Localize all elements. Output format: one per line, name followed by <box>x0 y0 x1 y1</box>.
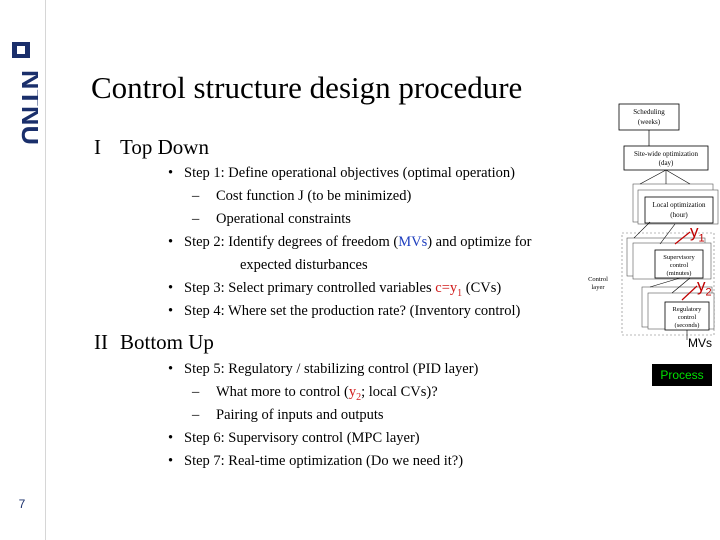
control-layer-label2: layer <box>592 284 606 291</box>
bullet-icon: • <box>168 280 174 296</box>
page-number: 7 <box>18 497 26 511</box>
sub-item: –Cost function J (to be minimized) <box>192 188 412 205</box>
sub-text: Operational constraints <box>216 211 351 227</box>
box-sitewide-label: Site-wide optimization <box>634 150 698 158</box>
dash-icon: – <box>192 188 200 204</box>
sub-text: Cost function J (to be minimized) <box>216 188 412 204</box>
dash-icon: – <box>192 211 200 227</box>
step-text: ) and optimize for <box>427 234 532 250</box>
bullet-step1: • Step 1: Define operational objectives (… <box>168 165 515 182</box>
box-sitewide-time: (day) <box>659 159 674 167</box>
bullet-step6: • Step 6: Supervisory control (MPC layer) <box>168 430 420 447</box>
bullet-icon: • <box>168 453 174 469</box>
bullet-step4: • Step 4: Where set the production rate? … <box>168 303 521 320</box>
bullet-icon: • <box>168 165 174 181</box>
y1-arrow <box>674 231 691 245</box>
logo-text: NTNU <box>16 70 38 145</box>
section-number: II <box>94 330 108 354</box>
box-regulatory-label2: control <box>678 314 697 321</box>
sub-item: –Operational constraints <box>192 211 351 228</box>
step-text: Step 2: Identify degrees of freedom ( <box>184 234 399 250</box>
step-text: Step 1: Define operational objectives (o… <box>184 165 515 181</box>
bullet-step2-continuation: expected disturbances <box>240 257 368 274</box>
step-text: Step 3: Select primary controlled variab… <box>184 280 436 296</box>
bullet-step5: • Step 5: Regulatory / stabilizing contro… <box>168 361 479 378</box>
section-label: Top Down <box>120 135 209 159</box>
box-supervisory-label2: control <box>670 262 689 269</box>
bullet-icon: • <box>168 361 174 377</box>
sub-text: ; local CVs)? <box>361 384 438 400</box>
sidebar: NTNU 7 <box>0 0 46 540</box>
dash-icon: – <box>192 384 200 400</box>
box-regulatory-label: Regulatory <box>673 306 703 313</box>
box-scheduling-time: (weeks) <box>638 118 661 126</box>
dash-icon: – <box>192 407 200 423</box>
bullet-icon: • <box>168 234 174 250</box>
cv-highlight: c=y1 <box>435 280 463 299</box>
bullet-icon: • <box>168 430 174 446</box>
sub-item: –Pairing of inputs and outputs <box>192 407 384 424</box>
slide-title: Control structure design procedure <box>91 70 523 105</box>
box-supervisory-label: Supervisory <box>663 254 695 261</box>
sub-item: –What more to control (y2; local CVs)? <box>192 384 438 403</box>
section-bottom-up: II Bottom Up <box>94 330 214 355</box>
section-top-down: I Top Down <box>94 135 209 160</box>
box-regulatory-time: (seconds) <box>675 322 700 329</box>
step-text: Step 6: Supervisory control (MPC layer) <box>184 430 420 446</box>
mvs-highlight: MVs <box>398 234 428 250</box>
box-supervisory-time: (minutes) <box>667 270 692 277</box>
box-local-time: (hour) <box>670 211 688 219</box>
y2-highlight: y2 <box>348 384 362 403</box>
section-label: Bottom Up <box>120 330 214 354</box>
section-number: I <box>94 135 101 159</box>
box-scheduling <box>618 103 680 131</box>
step-text: Step 7: Real-time optimization (Do we ne… <box>184 453 464 469</box>
bullet-icon: • <box>168 303 174 319</box>
box-local <box>644 196 714 224</box>
step-text: expected disturbances <box>240 257 368 273</box>
ntnu-logo-icon: NTNU <box>12 42 38 145</box>
box-local-label: Local optimization <box>652 201 706 209</box>
step-text: Step 4: Where set the production rate? (… <box>184 303 521 319</box>
label-y2: y2 <box>697 276 712 299</box>
process-box: Process <box>652 364 712 386</box>
bullet-step2: • Step 2: Identify degrees of freedom (MV… <box>168 234 532 251</box>
step-text: Step 5: Regulatory / stabilizing control… <box>184 361 479 377</box>
label-y1: y1 <box>690 222 705 245</box>
box-scheduling-label: Scheduling <box>633 108 665 116</box>
control-hierarchy-diagram: Scheduling (weeks) Site-wide optimizatio… <box>588 103 719 340</box>
label-mvs: MVs <box>688 336 712 350</box>
bullet-step3: • Step 3: Select primary controlled varia… <box>168 280 502 299</box>
sub-text: What more to control ( <box>216 384 349 400</box>
box-supervisory <box>654 249 704 279</box>
control-layer-label: Control <box>588 276 608 283</box>
sub-text: Pairing of inputs and outputs <box>216 407 384 423</box>
bullet-step7: • Step 7: Real-time optimization (Do we n… <box>168 453 464 470</box>
step-text: (CVs) <box>462 280 502 296</box>
y2-arrow <box>681 285 698 301</box>
